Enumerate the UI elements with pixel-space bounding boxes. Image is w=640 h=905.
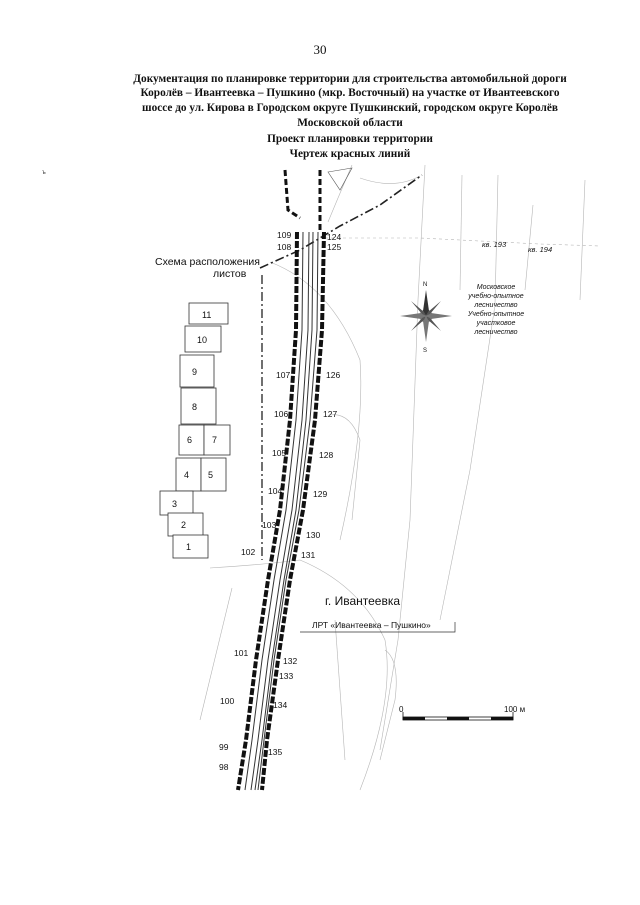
- point-126: 126: [326, 370, 340, 380]
- title-line-5: Проект планировки территории: [267, 133, 433, 145]
- title-line-2: Королёв – Ивантеевка – Пушкино (мкр. Вос…: [140, 87, 560, 99]
- page-number: 30: [313, 42, 327, 57]
- quarter-194: кв. 194: [528, 245, 552, 254]
- boundary-line-northeast: [259, 174, 423, 269]
- compass-south: S: [423, 348, 427, 354]
- point-98: 98: [219, 762, 229, 772]
- compass-rose-icon: [400, 290, 452, 342]
- lrt-underline: [300, 622, 456, 633]
- sheet-4: 4: [184, 470, 189, 480]
- red-line-north: [283, 169, 301, 220]
- forestry-line-1: Московское: [477, 284, 516, 291]
- title-line-6: Чертеж красных линий: [289, 148, 411, 160]
- forestry-line-4: Учебно-опытное: [467, 310, 524, 318]
- point-134: 134: [273, 700, 287, 710]
- point-99: 99: [219, 742, 229, 752]
- scale-zero: 0: [399, 705, 404, 714]
- point-129: 129: [313, 489, 327, 499]
- point-107: 107: [276, 370, 290, 380]
- city-label: г. Ивантеевка: [325, 594, 400, 608]
- point-131: 131: [301, 550, 315, 560]
- point-135: 135: [268, 747, 282, 757]
- point-125: 125: [327, 242, 341, 252]
- sheet-numbers: 11 10 9 8 6 7 4 5 3 2 1: [172, 310, 217, 552]
- sheet-10: 10: [197, 335, 207, 345]
- sheet-7: 7: [212, 435, 217, 445]
- sheet-6: 6: [187, 435, 192, 445]
- forestry-line-2: учебно-опытное: [467, 292, 524, 300]
- point-100: 100: [220, 696, 234, 706]
- point-106: 106: [274, 409, 288, 419]
- forestry-line-6: лесничество: [473, 329, 517, 336]
- point-132: 132: [283, 656, 297, 666]
- compass-north: N: [423, 282, 427, 288]
- title-line-3: шоссе до ул. Кирова в Городском округе П…: [142, 102, 558, 114]
- forestry-label: Московское учебно-опытное лесничество Уч…: [467, 284, 524, 336]
- sheet-layout-scheme: [159, 302, 231, 559]
- title-line-1: Документация по планировке территории дл…: [133, 73, 567, 85]
- point-128: 128: [319, 450, 333, 460]
- point-102: 102: [241, 547, 255, 557]
- sheet-scheme-title-2: листов: [213, 268, 247, 280]
- forestry-line-5: участковое: [476, 320, 516, 327]
- sheet-2: 2: [181, 520, 186, 530]
- point-108: 108: [277, 242, 291, 252]
- left-point-labels: 109 108 107 106 105 104 103 102 101 100 …: [219, 230, 291, 772]
- point-109: 109: [277, 230, 291, 240]
- triangle-marker: [327, 167, 353, 191]
- point-101: 101: [234, 648, 248, 658]
- road-corridor: [236, 231, 326, 791]
- sheet-1: 1: [186, 542, 191, 552]
- sheet-3: 3: [172, 499, 177, 509]
- scale-max: 100 м: [504, 705, 525, 714]
- sheet-8: 8: [192, 402, 197, 412]
- right-point-labels: 124 125 126 127 128 129 130 131 132 133 …: [268, 232, 341, 757]
- point-130: 130: [306, 530, 320, 540]
- title-line-4: Московской области: [297, 117, 403, 129]
- point-105: 105: [272, 448, 286, 458]
- point-124: 124: [327, 232, 341, 242]
- point-133: 133: [279, 671, 293, 681]
- sheet-11: 11: [202, 310, 211, 320]
- lrt-label: ЛРТ «Ивантеевка – Пушкино»: [312, 620, 431, 630]
- sheet-9: 9: [192, 367, 197, 377]
- point-103: 103: [262, 520, 276, 530]
- quarter-193: кв. 193: [482, 240, 507, 249]
- terrain-contours: [199, 164, 601, 791]
- point-104: 104: [268, 486, 282, 496]
- scale-bar: [402, 712, 514, 721]
- sheet-scheme-title-1: Схема расположения: [155, 256, 260, 268]
- point-127: 127: [323, 409, 337, 419]
- sheet-5: 5: [208, 470, 213, 480]
- margin-mark: ъ: [42, 170, 46, 176]
- forestry-line-3: лесничество: [473, 302, 517, 309]
